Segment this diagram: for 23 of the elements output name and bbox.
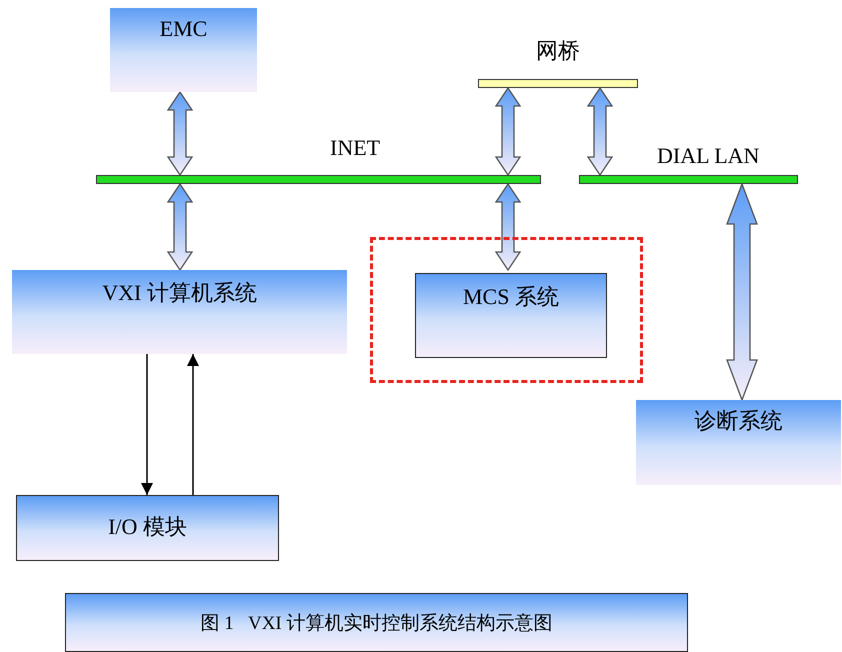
caption: 图 1 VXI 计算机实时控制系统结构示意图	[65, 593, 688, 652]
double-block-arrow	[494, 182, 522, 272]
double-block-arrow	[586, 86, 614, 176]
double-block-arrow	[726, 182, 758, 402]
box-title: I/O 模块	[107, 513, 188, 541]
system-box	[415, 273, 607, 358]
box-title: VXI 计算机系统	[101, 279, 258, 307]
box-title: 诊断系统	[694, 407, 784, 435]
system-box	[12, 270, 347, 354]
double-block-arrow	[166, 90, 194, 176]
bus-label: DIAL LAN	[657, 143, 760, 169]
double-block-arrow	[166, 182, 194, 272]
arrow	[187, 354, 199, 495]
system-box	[16, 495, 279, 561]
system-box	[636, 400, 841, 485]
bus-label: 网桥	[535, 37, 581, 65]
box-title: MCS 系统	[462, 283, 560, 311]
bus-label: INET	[330, 135, 380, 161]
dashed-group-frame	[370, 237, 643, 383]
box-title: EMC	[158, 16, 208, 42]
arrow	[141, 354, 153, 495]
system-box	[110, 8, 257, 92]
double-block-arrow	[494, 86, 522, 176]
